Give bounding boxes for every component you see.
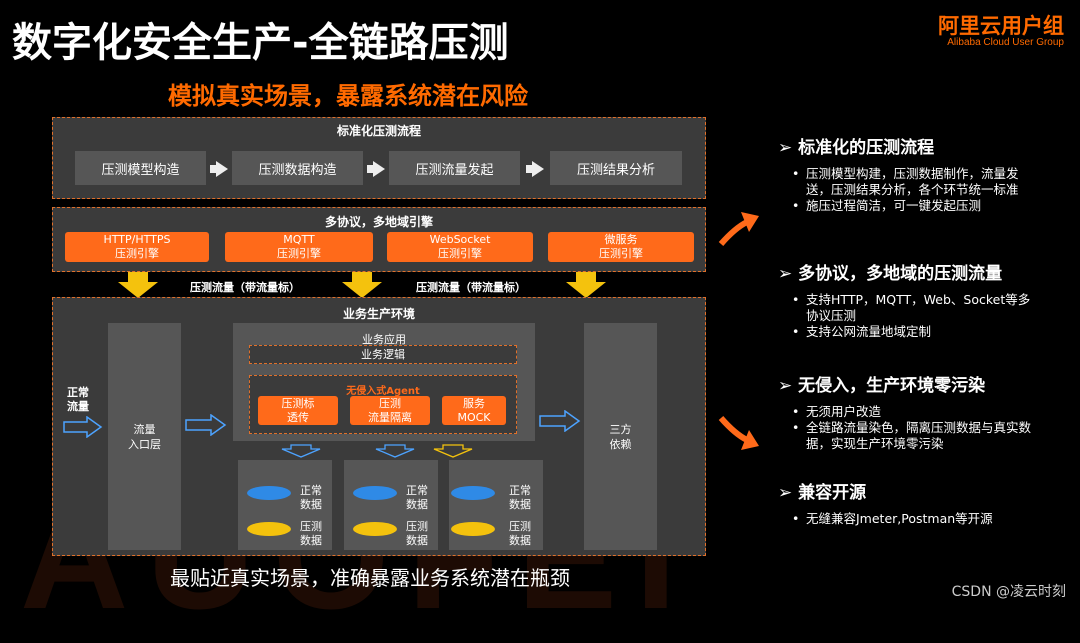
section-head: 兼容开源 [798,483,867,503]
arrow-bullet-icon: ➢ [778,376,799,396]
flow-arrow-icon [526,165,532,173]
section-bullet: 压测模型构建，压测数据制作，流量发送，压测结果分析，各个环节统一标准 [806,166,1019,197]
db-test-label: 压测 数据 [509,520,531,547]
database-icon [451,522,495,536]
footer-caption: 最贴近真实场景，准确暴露业务系统潜在瓶颈 [170,566,570,590]
down-arrow-icon [342,272,382,298]
right-arrow-icon [63,416,103,438]
flow-arrow-icon [367,165,373,173]
agent-title: 无侵入式Agent [346,386,420,397]
business-app-box: 业务应用 业务逻辑 无侵入式Agent 压测标 透传 压测 流量隔离 服务 MO… [233,323,535,441]
production-env-panel: 业务生产环境 正常 流量 流量 入口层 业务应用 业务逻辑 无侵入式Agent … [52,297,706,556]
flow-step: 压测结果分析 [550,151,682,185]
flow-arrow-icon [373,161,385,177]
section-bullet: 全链路流量染色，隔离压测数据与真实数据，实现生产环境零污染 [806,420,1032,451]
database-icon [353,486,397,500]
feature-section: ➢ 兼容开源 •无缝兼容Jmeter,Postman等开源 [778,483,993,526]
db-test-label: 压测 数据 [406,520,428,547]
flow-step: 压测流量发起 [389,151,520,185]
down-arrow-icon [281,444,321,458]
third-party-box: 三方 依赖 [584,323,657,550]
database-box: 正常 数据 压测 数据 [449,460,543,550]
db-normal-label: 正常 数据 [509,484,531,511]
down-arrow-icon [566,272,606,298]
database-icon [451,486,495,500]
traffic-label: 压测流量（带流量标） [416,281,526,294]
down-arrow-icon [433,444,473,458]
business-app-label: 业务应用 [362,333,406,346]
section-head: 标准化的压测流程 [798,138,935,158]
engine-title: 多协议，多地域引擎 [324,215,433,229]
agent-item: 服务 MOCK [442,396,506,425]
arrow-bullet-icon: ➢ [778,264,799,284]
db-normal-label: 正常 数据 [406,484,428,511]
traffic-label: 压测流量（带流量标） [190,281,300,294]
section-bullet: 无缝兼容Jmeter,Postman等开源 [806,511,993,526]
agent-box: 无侵入式Agent 压测标 透传 压测 流量隔离 服务 MOCK [249,375,517,434]
section-head: 多协议，多地域的压测流量 [798,264,1003,284]
down-arrow-icon [375,444,415,458]
engine-microservice: 微服务压测引擎 [548,232,694,262]
db-test-label: 压测 数据 [300,520,322,547]
database-icon [247,486,291,500]
footer-credit: CSDN @凌云时刻 [951,584,1066,600]
agent-item: 压测标 透传 [258,396,338,425]
agent-item: 压测 流量隔离 [350,396,430,425]
normal-traffic-label: 正常 流量 [67,386,89,413]
db-normal-label: 正常 数据 [300,484,322,511]
flow-arrow-icon [532,161,544,177]
feature-section: ➢ 标准化的压测流程 •压测模型构建，压测数据制作，流量发送，压测结果分析，各个… [778,138,1019,213]
section-head: 无侵入，生产环境零污染 [798,376,986,396]
database-box: 正常 数据 压测 数据 [344,460,438,550]
section-bullet: 支持HTTP，MQTT，Web、Socket等多协议压测 [806,292,1031,323]
down-arrow-icon [118,272,158,298]
feature-section: ➢ 无侵入，生产环境零污染 •无须用户改造 •全链路流量染色，隔离压测数据与真实… [778,376,1032,451]
brand-logo-en: Alibaba Cloud User Group [947,37,1064,48]
right-arrow-icon [185,414,227,436]
standard-flow-title: 标准化压测流程 [336,124,421,138]
right-arrow-icon [539,410,581,432]
standard-flow-panel: 标准化压测流程 压测模型构造 压测数据构造 压测流量发起 压测结果分析 [52,117,706,199]
flow-arrow-icon [210,165,216,173]
curved-arrow-icon [718,416,759,450]
database-icon [353,522,397,536]
arrow-bullet-icon: ➢ [778,138,799,158]
database-box: 正常 数据 压测 数据 [238,460,332,550]
arrow-bullet-icon: ➢ [778,483,799,503]
section-bullet: 支持公网流量地域定制 [806,324,932,339]
flow-step: 压测数据构造 [232,151,363,185]
business-logic-box: 业务逻辑 [249,345,517,364]
section-bullet: 无须用户改造 [806,404,882,419]
page-title: 数字化安全生产-全链路压测 [12,20,509,66]
production-env-title: 业务生产环境 [342,307,415,321]
flow-arrow-icon [216,161,228,177]
feature-section: ➢ 多协议，多地域的压测流量 •支持HTTP，MQTT，Web、Socket等多… [778,264,1031,339]
brand-logo-cn: 阿里云用户组 [938,14,1064,38]
flow-step: 压测模型构造 [75,151,206,185]
curved-arrow-icon [718,212,759,246]
database-icon [247,522,291,536]
entry-layer: 流量 入口层 [108,323,181,550]
page-subtitle: 模拟真实场景，暴露系统潜在风险 [168,82,528,110]
section-bullet: 施压过程简洁，可一键发起压测 [806,198,982,213]
